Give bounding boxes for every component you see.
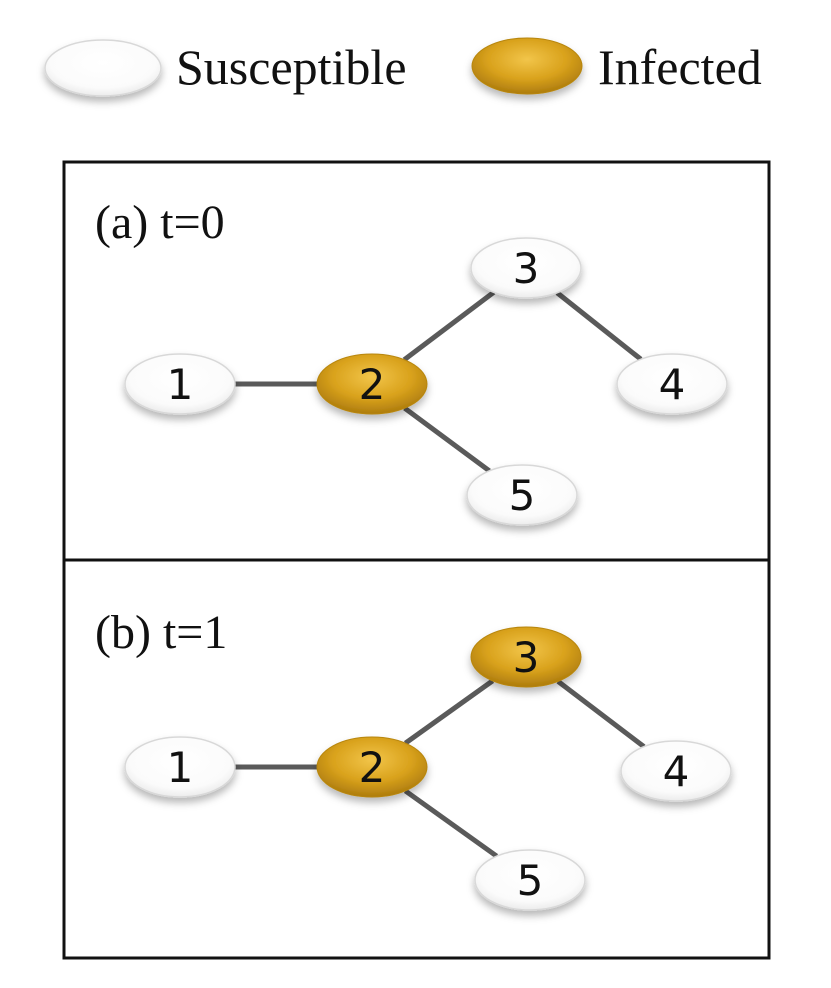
- panel-b-nodes: 1 2 3 4 5: [124, 626, 732, 911]
- panel-a-edge-2-5: [403, 406, 491, 473]
- panel-b-node-5-label: 5: [517, 856, 544, 905]
- panel-b-node-2-shape-infected: [316, 736, 428, 798]
- legend-susceptible-swatch: [44, 39, 162, 97]
- legend-infected-swatch: [471, 37, 583, 95]
- panel-a-node-3-label: 3: [513, 244, 540, 293]
- panel-a-node-2-shape-infected: [316, 353, 428, 415]
- panel-b-node-5-shape-susceptible: [474, 849, 586, 911]
- panel-a-title: (a) t=0: [95, 196, 225, 249]
- panel-b-network: 1 2 3 4 5: [124, 626, 732, 911]
- panel-a-node-2: 2: [316, 353, 428, 415]
- panel-b-title: (b) t=1: [95, 606, 227, 659]
- panel-b-node-3: 3: [470, 626, 582, 688]
- panel-b-node-3-shape-infected: [470, 626, 582, 688]
- panel-b-node-4-shape-susceptible: [620, 740, 732, 802]
- panel-a-edges: [235, 290, 643, 473]
- panel-a-node-3-shape-susceptible: [470, 237, 582, 299]
- panel-b-node-5: 5: [474, 849, 586, 911]
- legend-item-infected: Infected: [471, 37, 762, 95]
- legend: Susceptible Infected: [44, 37, 762, 97]
- panel-b-node-1-label: 1: [167, 743, 194, 792]
- panel-a-edge-3-4: [555, 290, 643, 362]
- panel-a-node-1: 1: [124, 353, 236, 415]
- panel-b-node-2-label: 2: [359, 743, 386, 792]
- panel-a-node-4-shape-susceptible: [616, 353, 728, 415]
- panel-b-node-1: 1: [124, 736, 236, 798]
- panel-b-frame: [62, 558, 771, 960]
- legend-item-susceptible: Susceptible: [44, 39, 407, 97]
- panel-a-node-5-shape-susceptible: [466, 464, 578, 526]
- panel-b-edge-2-3: [403, 678, 495, 746]
- panel-a-edge-2-3: [402, 290, 496, 362]
- panel-a-node-4: 4: [616, 353, 728, 415]
- panel-a-node-1-shape-susceptible: [124, 353, 236, 415]
- panel-a-node-2-label: 2: [359, 360, 386, 409]
- panel-b-node-2: 2: [316, 736, 428, 798]
- panel-a-node-4-label: 4: [659, 360, 686, 409]
- panel-a-node-1-label: 1: [167, 360, 194, 409]
- legend-infected-label: Infected: [598, 39, 762, 95]
- panel-a-node-3: 3: [470, 237, 582, 299]
- panel-b-node-4-label: 4: [663, 747, 690, 796]
- panel-b-node-3-label: 3: [513, 633, 540, 682]
- panel-a-node-5-label: 5: [509, 471, 536, 520]
- panel-b-edges: [235, 678, 646, 859]
- panel-b-node-4: 4: [620, 740, 732, 802]
- panel-a-network: 1 2 3 4 5: [124, 237, 728, 526]
- panel-b-edge-2-5: [403, 788, 499, 859]
- panel-b-node-1-shape-susceptible: [124, 736, 236, 798]
- panel-a-nodes: 1 2 3 4 5: [124, 237, 728, 526]
- legend-susceptible-label: Susceptible: [176, 39, 407, 95]
- panel-b-edge-3-4: [556, 679, 646, 749]
- panel-a-node-5: 5: [466, 464, 578, 526]
